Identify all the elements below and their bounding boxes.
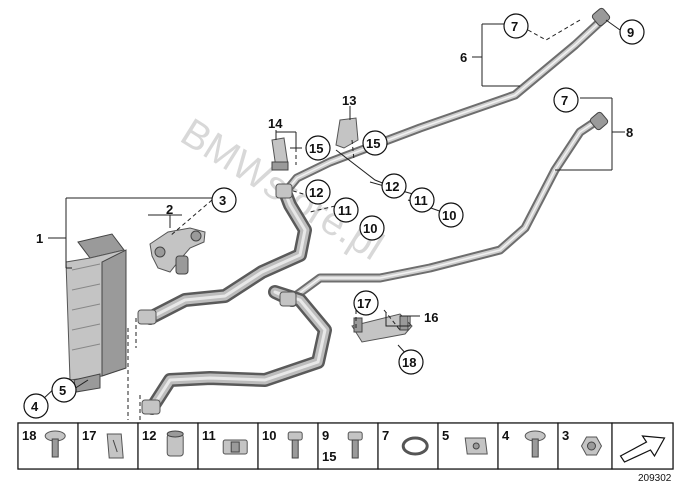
thermostat-housing bbox=[149, 227, 206, 275]
bracket-16 bbox=[351, 313, 413, 343]
callout-7-right: 7 bbox=[561, 93, 568, 108]
legend-cell: 7 bbox=[377, 422, 439, 470]
return-oil-line bbox=[285, 111, 609, 305]
legend-cell: 11 bbox=[197, 422, 259, 470]
legend-label: 7 bbox=[382, 428, 389, 443]
legend-cell: 18 bbox=[17, 422, 79, 470]
callout-5: 5 bbox=[59, 383, 66, 398]
clip-icon bbox=[106, 433, 124, 459]
legend-cell: 10 bbox=[257, 422, 319, 470]
legend-label: 4 bbox=[502, 428, 510, 443]
callout-11-right: 11 bbox=[414, 193, 428, 208]
callout-6: 6 bbox=[460, 50, 467, 65]
oil-cooler bbox=[65, 233, 127, 393]
legend-cell: 4 bbox=[497, 422, 559, 470]
legend-cell: 915 bbox=[317, 422, 379, 470]
callout-12-right: 12 bbox=[385, 179, 399, 194]
callout-16: 16 bbox=[424, 310, 438, 325]
bolt-icon bbox=[287, 431, 303, 459]
legend-label: 3 bbox=[562, 428, 569, 443]
callouts-circled: 3 4 5 7 9 7 15 15 12 12 11 11 10 10 17 1… bbox=[23, 13, 645, 419]
legend-cell: 12 bbox=[137, 422, 199, 470]
legend-label: 5 bbox=[442, 428, 449, 443]
callout-15-left: 15 bbox=[309, 141, 323, 156]
clamp-icon bbox=[222, 439, 248, 455]
bolt-icon bbox=[347, 431, 363, 459]
callout-1: 1 bbox=[36, 231, 43, 246]
callout-15-right: 15 bbox=[366, 136, 380, 151]
upper-hose bbox=[143, 185, 312, 325]
legend-label: 12 bbox=[142, 428, 156, 443]
legend-label: 11 bbox=[202, 428, 216, 443]
callout-14: 14 bbox=[268, 116, 283, 131]
callout-13: 13 bbox=[342, 93, 356, 108]
legend-label: 10 bbox=[262, 428, 276, 443]
drawing-number: 209302 bbox=[638, 473, 672, 484]
bracket-13 bbox=[335, 117, 359, 149]
callout-17: 17 bbox=[357, 296, 371, 311]
bracket-14 bbox=[271, 137, 289, 171]
legend-cell: 5 bbox=[437, 422, 499, 470]
callout-7-top: 7 bbox=[511, 19, 518, 34]
legend-label: 18 bbox=[22, 428, 36, 443]
legend-cell: 17 bbox=[77, 422, 139, 470]
nut-icon bbox=[166, 430, 184, 457]
callout-8: 8 bbox=[626, 125, 633, 140]
callout-12-left: 12 bbox=[309, 185, 323, 200]
clip-nut-icon bbox=[464, 437, 488, 455]
o-ring-icon bbox=[401, 436, 429, 456]
callout-10-right: 10 bbox=[442, 208, 456, 223]
legend-cell bbox=[611, 422, 674, 470]
legend-label: 9 bbox=[322, 428, 329, 443]
callout-4: 4 bbox=[31, 399, 39, 414]
legend-cell: 3 bbox=[557, 422, 613, 470]
legend-label: 17 bbox=[82, 428, 96, 443]
arrow-icon bbox=[619, 435, 666, 463]
screw-icon bbox=[524, 430, 546, 458]
callout-11-left: 11 bbox=[338, 203, 352, 218]
hex-nut-icon bbox=[580, 436, 603, 456]
callout-18: 18 bbox=[402, 355, 416, 370]
callout-10-left: 10 bbox=[363, 221, 377, 236]
callouts-plain: 1 2 6 8 13 14 16 bbox=[36, 50, 633, 325]
upper-oil-line bbox=[278, 7, 611, 200]
hose-fittings bbox=[137, 183, 297, 415]
callout-3: 3 bbox=[219, 193, 226, 208]
callout-2: 2 bbox=[166, 202, 173, 217]
callout-9: 9 bbox=[627, 25, 634, 40]
screw-icon bbox=[44, 430, 66, 458]
legend-label-secondary: 15 bbox=[322, 449, 336, 464]
